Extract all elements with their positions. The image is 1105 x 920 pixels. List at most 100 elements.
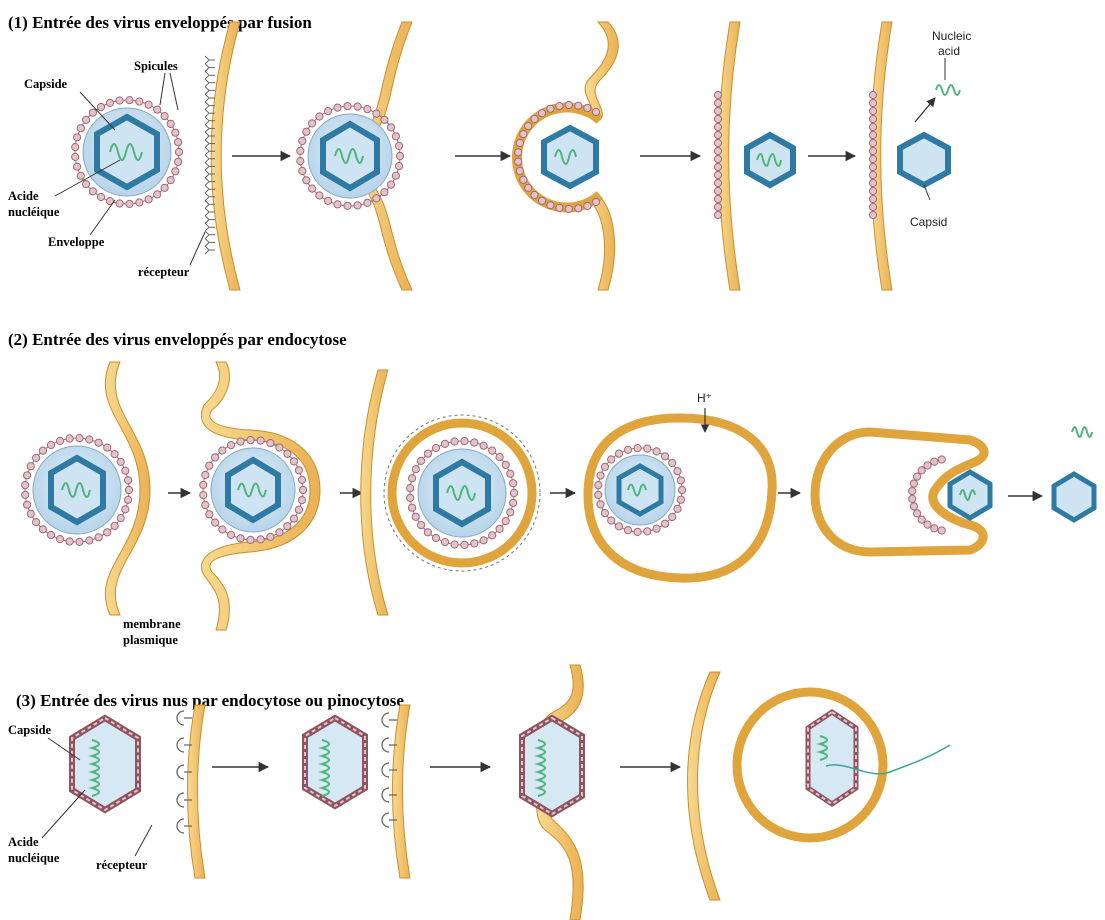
spicule — [595, 491, 602, 498]
spicule — [95, 439, 102, 446]
leader-line — [135, 825, 152, 856]
spicule — [298, 497, 305, 504]
stage-3-fusing — [515, 22, 619, 290]
plasma-membrane — [719, 22, 740, 290]
spicule — [175, 139, 182, 146]
spicule — [126, 97, 133, 104]
stage-6-uncoated — [1054, 427, 1094, 520]
stage-2-naked-attached — [305, 705, 410, 878]
spicule — [117, 458, 124, 465]
spicule — [47, 441, 54, 448]
spicule — [714, 171, 721, 178]
spicule — [381, 189, 388, 196]
spicule — [89, 188, 96, 195]
spicule — [111, 451, 118, 458]
spicule — [106, 99, 113, 106]
spicule — [418, 457, 425, 464]
stage-2-wrapping — [200, 362, 320, 630]
spicule — [615, 450, 622, 457]
spicule — [869, 163, 876, 170]
spicule — [407, 485, 414, 492]
spicule — [924, 462, 931, 469]
spicule — [104, 444, 111, 451]
spicule — [125, 486, 132, 493]
spicule — [74, 163, 81, 170]
spicule — [22, 491, 29, 498]
stage-5-uncoating — [869, 22, 960, 290]
spicule — [714, 187, 721, 194]
capsid-hexagon — [1054, 474, 1094, 520]
spicule — [869, 123, 876, 130]
label-acide-nucleique-1: Acide — [8, 189, 39, 203]
spicule — [396, 152, 403, 159]
spicule — [154, 106, 161, 113]
spicule — [714, 107, 721, 114]
spicule — [510, 489, 517, 496]
receptor — [205, 231, 215, 239]
spicule — [407, 494, 414, 501]
spicule — [714, 99, 721, 106]
spicule — [714, 147, 721, 154]
spicule — [167, 120, 174, 127]
receptor — [205, 79, 215, 87]
spicule — [608, 517, 615, 524]
spicule — [56, 536, 63, 543]
spicule — [418, 522, 425, 529]
spicule — [122, 506, 129, 513]
spicule — [381, 116, 388, 123]
label-capside: Capside — [24, 77, 68, 91]
spicule — [714, 211, 721, 218]
panel-3-title: (3) Entrée des virus nus par endocytose … — [16, 691, 404, 710]
spicule — [299, 486, 306, 493]
spicule — [601, 509, 608, 516]
receptor — [177, 711, 192, 725]
spicule — [145, 101, 152, 108]
naked-capsid — [808, 712, 856, 804]
spicule — [869, 203, 876, 210]
spicule — [136, 199, 143, 206]
spicule — [219, 447, 226, 454]
spicule — [924, 521, 931, 528]
spicule — [33, 454, 40, 461]
spicule — [257, 536, 264, 543]
spicule — [76, 435, 83, 442]
spicule — [237, 535, 244, 542]
spicule — [634, 445, 641, 452]
spicule — [83, 116, 90, 123]
spicule — [931, 525, 938, 532]
spicule — [592, 108, 599, 115]
spicule — [471, 439, 478, 446]
spicule — [409, 475, 416, 482]
spicule — [72, 153, 79, 160]
plasma-membrane — [361, 370, 388, 615]
spicule — [424, 529, 431, 536]
spicule — [677, 496, 684, 503]
spicule — [298, 476, 305, 483]
plasma-membrane — [188, 705, 206, 878]
spicule — [247, 536, 254, 543]
spicule — [674, 468, 681, 475]
spicule — [202, 501, 209, 508]
label-enveloppe: Enveloppe — [48, 235, 105, 249]
spicule — [212, 454, 219, 461]
spicule — [97, 103, 104, 110]
spicule — [303, 177, 310, 184]
spicule — [634, 528, 641, 535]
spicule — [547, 105, 554, 112]
spicule — [653, 448, 660, 455]
spicule — [309, 185, 316, 192]
spicule — [565, 205, 572, 212]
label-membrane-1: membrane — [123, 617, 181, 631]
spicule — [869, 155, 876, 162]
spicule — [644, 528, 651, 535]
spicule — [502, 461, 509, 468]
spicule — [299, 137, 306, 144]
naked-capsid — [522, 718, 582, 814]
spicule — [869, 131, 876, 138]
stage-4-vesicle-release — [688, 672, 951, 900]
spicule — [74, 134, 81, 141]
spicule — [33, 519, 40, 526]
leader-line — [42, 790, 85, 838]
stage-4-capsid-released — [714, 22, 793, 290]
